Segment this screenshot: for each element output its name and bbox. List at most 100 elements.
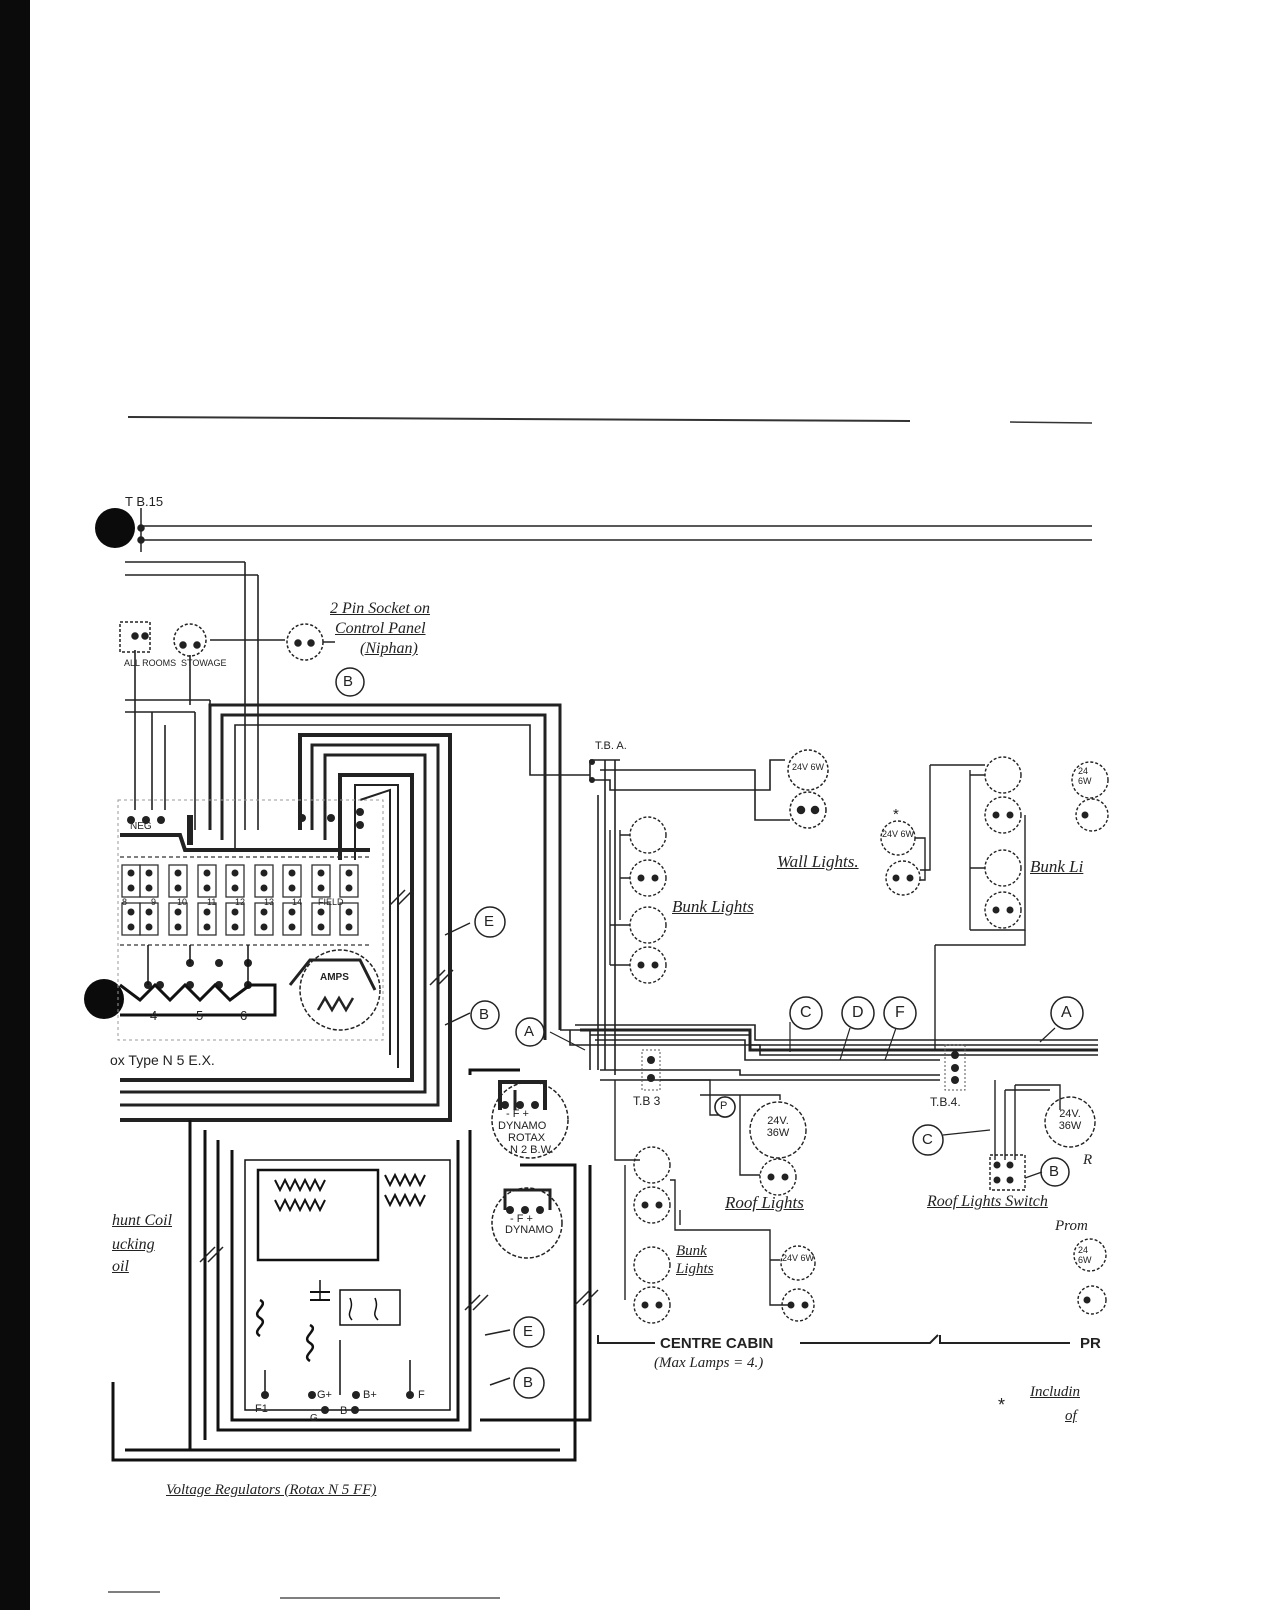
reg-terminal-f1: F1 <box>255 1403 268 1415</box>
marker-b-upper <box>470 1000 500 1030</box>
marker-p <box>714 1096 736 1118</box>
main-harness <box>560 759 1098 1081</box>
socket-label-3: (Niphan) <box>360 640 418 657</box>
label-tb3: T.B 3 <box>633 1094 661 1108</box>
lamp-label-right-lower: 24 6W <box>1078 1245 1092 1265</box>
amps-label: AMPS <box>320 972 349 983</box>
label-tb4: T.B.4. <box>930 1095 961 1109</box>
star-wall: * <box>893 806 899 823</box>
lamp-label-roof-right: 24V. 36W <box>1058 1108 1082 1132</box>
wall-lights-label: Wall Lights. <box>777 852 859 871</box>
fuse-number-6: 6 <box>240 1008 248 1023</box>
reg-terminal-f: F <box>418 1389 425 1401</box>
marker-leaders <box>549 1022 1056 1179</box>
dynamo-main <box>491 1080 569 1259</box>
lamp-label-roof: 24V. 36W <box>766 1115 790 1139</box>
terminal-number-11: 11 <box>207 897 217 907</box>
tb3-terminals <box>647 1056 655 1082</box>
prom-label: Prom <box>1055 1218 1088 1234</box>
marker-b-lower-label: B <box>523 1374 534 1391</box>
roof-lights-switch-label: Roof Lights Switch <box>927 1193 1048 1210</box>
main-feed-bus <box>111 1068 592 1462</box>
tb3-box <box>641 1049 661 1091</box>
dynamo-name-label: DYNAMO <box>498 1120 547 1132</box>
footnote-star: * <box>998 1395 1006 1415</box>
dynamo-name-label-2: DYNAMO <box>505 1224 554 1236</box>
terminal-number-12: 12 <box>235 897 246 907</box>
label-rooms: ALL ROOMS <box>124 658 177 668</box>
label-stowage: STOWAGE <box>181 658 227 668</box>
next-cabin-title: PR <box>1080 1335 1101 1352</box>
label-tb15: T B.15 <box>125 494 164 509</box>
marker-p-label: P <box>720 1100 728 1112</box>
ammeter <box>288 949 381 1031</box>
tb4-terminals <box>951 1051 959 1084</box>
wall-lights-dots <box>892 874 914 882</box>
socket-group <box>119 621 335 661</box>
footnote-line-1: Includin <box>1030 1384 1080 1400</box>
dynamo-model-label-2: N 2 B.W. <box>510 1144 554 1156</box>
roof-lights-label: Roof Lights <box>725 1193 804 1212</box>
dynamo-model-label: ROTAX <box>508 1132 546 1144</box>
shunt-coil-label: hunt Coil <box>112 1212 173 1229</box>
bunk-lights-dots-1 <box>637 874 659 969</box>
roof-lights-switch <box>989 1080 1107 1315</box>
voltage-regulators <box>188 1120 472 1450</box>
terminal-number-10: 10 <box>177 897 188 907</box>
marker-b-switch-label: B <box>1049 1163 1060 1180</box>
marker-b-socket <box>335 667 365 697</box>
lamp-tba <box>787 749 829 829</box>
marker-f-label: F <box>895 1004 905 1021</box>
tb15-bus <box>137 508 1092 552</box>
marker-b-socket-label: B <box>343 673 354 690</box>
tb4-box <box>944 1044 966 1091</box>
top-rule <box>127 416 1093 424</box>
r-partial-label: R <box>1083 1152 1093 1168</box>
control-panel-wiring <box>120 561 590 1122</box>
page-edge <box>0 0 30 1610</box>
bottom-rules <box>108 1591 500 1599</box>
marker-a-left-label: A <box>524 1023 535 1040</box>
shunt-coil-label-2: ucking <box>112 1236 155 1253</box>
centre-cabin-bracket <box>597 1334 1070 1344</box>
voltage-regulators-label: Voltage Regulators (Rotax N 5 FF) <box>166 1482 377 1498</box>
box-type-label: ox Type N 5 E.X. <box>110 1052 215 1068</box>
centre-cabin-subtitle: (Max Lamps = 4.) <box>654 1355 764 1371</box>
marker-c-lower <box>912 1124 944 1156</box>
bunk-lights-label: Bunk Lights <box>672 897 754 916</box>
terminal-number-8: 8 <box>122 897 128 907</box>
lamp-label-bunk-lower: 24V 6W <box>782 1253 815 1263</box>
reg-terminal-b: B <box>340 1405 348 1417</box>
lamp-label-right-top: 24 6W <box>1078 766 1092 786</box>
marker-d-label: D <box>852 1004 864 1021</box>
footnote-line-2: of <box>1065 1408 1077 1424</box>
marker-a-right <box>1050 996 1084 1030</box>
lamp-label-24v-6w: 24V 6W <box>791 762 824 772</box>
switch-dots <box>993 1161 1091 1304</box>
reg-terminal-g: G <box>310 1413 318 1424</box>
terminal-number-field: FIELD <box>318 897 344 907</box>
lamp-label-wall: 24V 6W <box>882 829 915 839</box>
dynamo-terminals-label-2: - F + <box>510 1213 533 1225</box>
fuse-number-5: 5 <box>196 1008 204 1023</box>
label-neg: NEG <box>130 821 152 832</box>
punch-hole-upper <box>95 508 135 548</box>
centre-cabin-title: CENTRE CABIN <box>660 1335 774 1352</box>
fuse-links <box>119 945 277 1017</box>
bunk-lights-right-label: Bunk Li <box>1030 857 1084 876</box>
marker-e-upper-label: E <box>484 913 495 930</box>
marker-e-lower-label: E <box>523 1323 534 1340</box>
terminal-number-9: 9 <box>151 897 157 907</box>
tba-terminals <box>589 759 595 783</box>
label-tba: T.B. A. <box>595 740 627 752</box>
break-marks <box>199 889 599 1386</box>
reg-terminal-g-plus: G+ <box>317 1389 332 1401</box>
marker-circles <box>335 667 1084 1399</box>
fuse-number-4: 4 <box>150 1008 158 1023</box>
terminal-number-14: 14 <box>292 897 303 907</box>
marker-a-left <box>515 1017 545 1047</box>
bunk-lights-lower <box>633 1146 816 1324</box>
marker-c-label: C <box>800 1004 812 1021</box>
terminal-number-13: 13 <box>264 897 275 907</box>
bunk-lights-group-1 <box>609 816 667 984</box>
